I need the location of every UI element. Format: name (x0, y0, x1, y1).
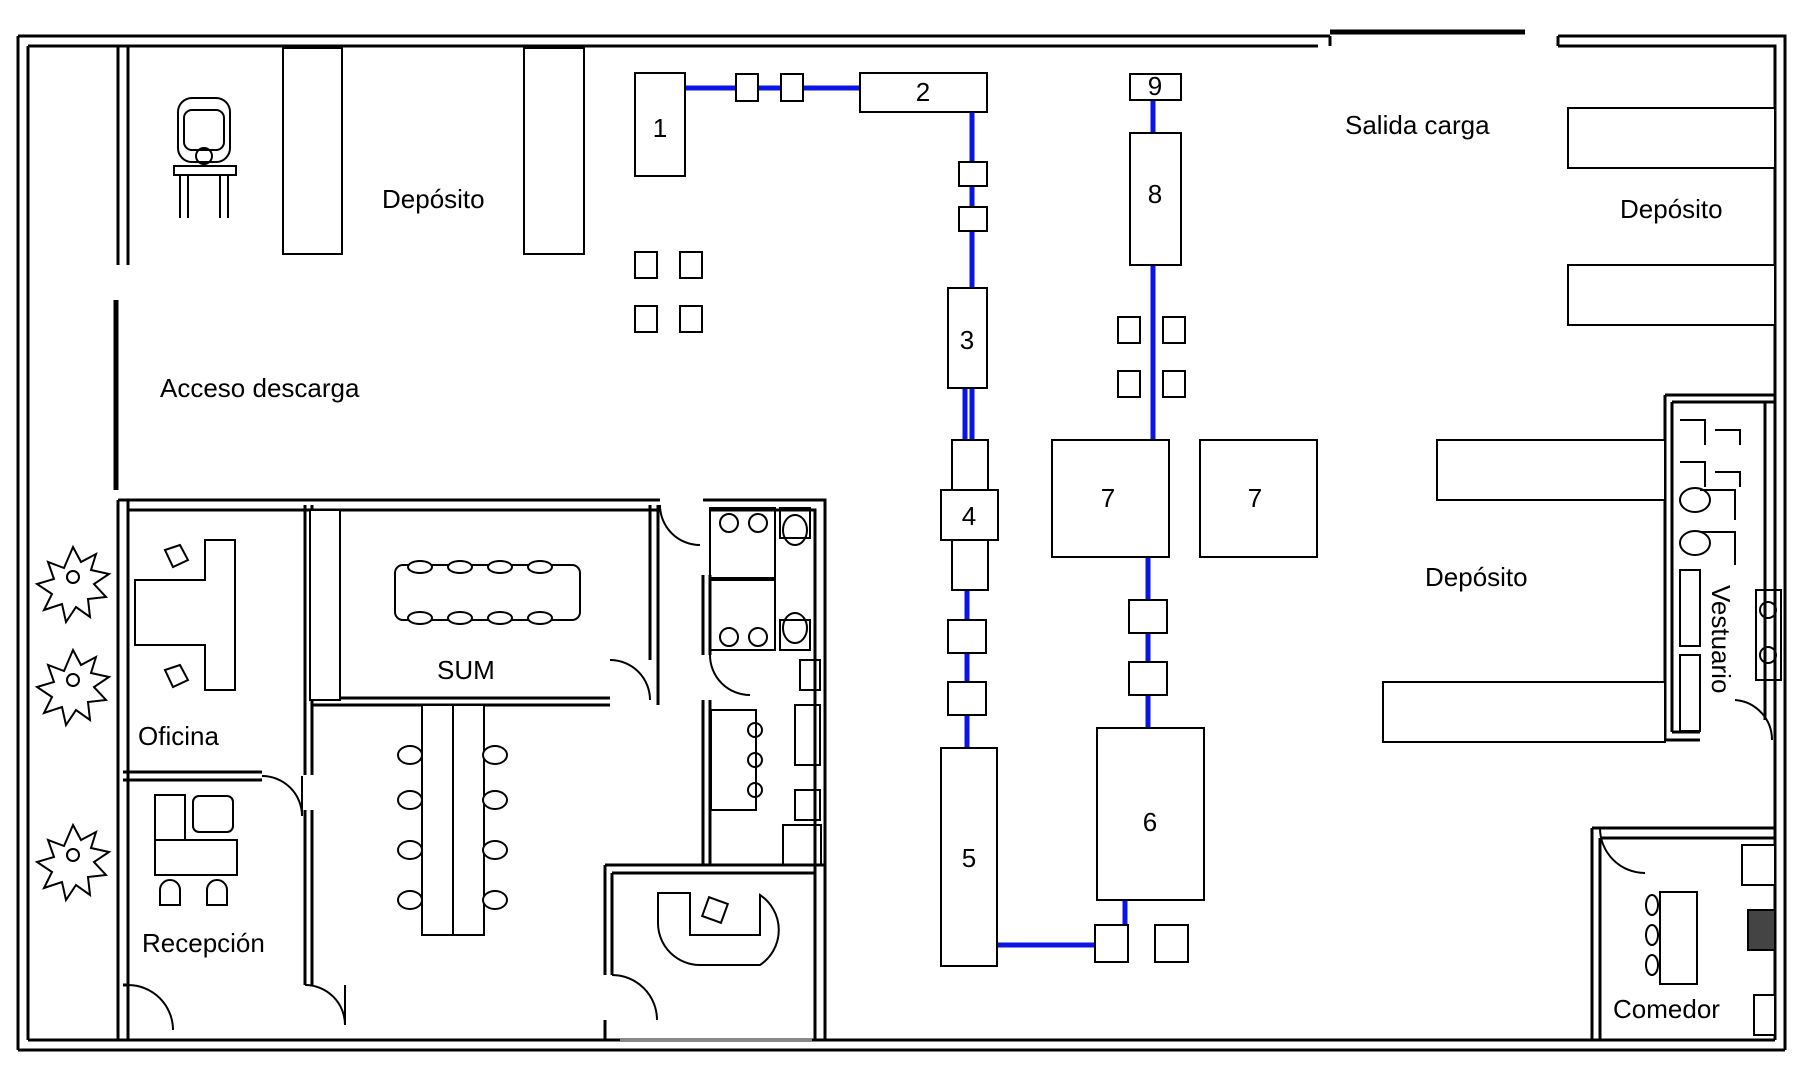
label-deposito-right-mid: Depósito (1425, 562, 1528, 592)
label-deposito-top: Depósito (382, 184, 485, 214)
machine-5 (940, 747, 998, 967)
machine-1-label: 1 (653, 113, 667, 143)
meeting-room-furniture (309, 509, 581, 936)
conveyor-nodes (735, 73, 1189, 963)
machine-9-label: 9 (1148, 71, 1162, 101)
doors (127, 504, 1774, 1031)
label-oficina: Oficina (138, 721, 219, 751)
label-salida-carga: Salida carga (1345, 110, 1490, 140)
machine-8-label: 8 (1148, 179, 1162, 209)
dining-furniture (1645, 844, 1776, 1036)
machine-2-label: 2 (916, 77, 930, 107)
plant-icon (34, 647, 112, 728)
machine-5-label: 5 (962, 843, 976, 873)
machine-3 (947, 287, 988, 389)
locker-room-fixtures (1679, 419, 1782, 732)
machine-7a (1051, 439, 1170, 558)
workstation-squares (634, 251, 1186, 398)
area-labels: Depósito Salida carga Depósito Acceso de… (138, 110, 1736, 1024)
machines (634, 72, 1318, 967)
storage-racks (282, 47, 1776, 743)
label-recepcion: Recepción (142, 928, 265, 958)
interior-walls (113, 46, 1775, 1040)
machine-9 (1129, 73, 1182, 101)
plant-icon (34, 822, 112, 903)
office-furniture (134, 539, 238, 906)
machine-4 (940, 489, 999, 541)
machine-1 (634, 72, 686, 177)
forklift-icon (173, 97, 237, 218)
plants (34, 544, 112, 903)
machine-7b-label: 7 (1248, 483, 1262, 513)
machine-4-label: 4 (962, 501, 976, 531)
machine-3-label: 3 (960, 325, 974, 355)
outer-walls (16, 29, 1787, 1052)
label-sum: SUM (437, 655, 495, 685)
chairs (397, 560, 553, 910)
machine-7a-label: 7 (1101, 483, 1115, 513)
plant-icon (34, 544, 112, 625)
machine-2 (859, 72, 988, 113)
bathroom-fixtures (709, 507, 822, 866)
machine-8 (1129, 132, 1182, 266)
machine-6-label: 6 (1143, 807, 1157, 837)
label-deposito-right-top: Depósito (1620, 194, 1723, 224)
reception-desk (657, 892, 780, 966)
machine-6 (1096, 727, 1205, 901)
machine-labels: 1 2 3 4 5 6 7 7 8 9 (653, 71, 1262, 873)
machine-7b (1199, 439, 1318, 558)
label-acceso-descarga: Acceso descarga (160, 373, 360, 403)
label-vestuario: Vestuario (1706, 585, 1736, 693)
label-comedor: Comedor (1613, 994, 1720, 1024)
